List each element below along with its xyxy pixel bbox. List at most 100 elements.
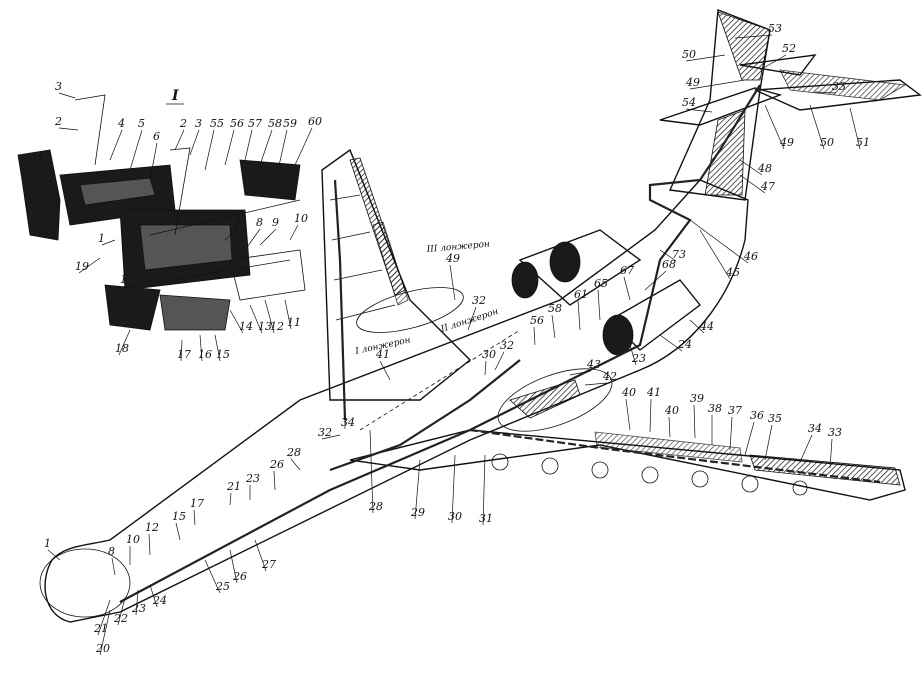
detail-view <box>17 94 306 331</box>
part-callout: 38 <box>708 402 722 415</box>
part-leader <box>625 398 631 431</box>
part-callout: 28 <box>286 446 301 459</box>
part-callout: 41 <box>646 386 661 399</box>
part-callout: 39 <box>690 392 704 405</box>
detail-leader <box>277 129 288 171</box>
right-wing-mechanisms <box>491 453 808 496</box>
part-callout: 54 <box>682 96 696 109</box>
part-leader <box>111 557 116 576</box>
part-leader <box>597 289 601 321</box>
part-callout: 24 <box>677 338 692 351</box>
part-callout: 32 <box>472 294 486 307</box>
part-leader <box>533 326 536 346</box>
detail-callout: 6 <box>153 130 160 143</box>
part-leader <box>229 492 232 506</box>
part-leader <box>290 458 301 471</box>
part-leader <box>193 509 196 526</box>
detail-callout: 1 <box>98 232 105 245</box>
part-leader <box>551 314 556 339</box>
part-callout: 31 <box>479 512 493 525</box>
part-callout: 45 <box>725 266 740 279</box>
part-leader <box>175 522 181 541</box>
part-callout: 32 <box>318 426 332 439</box>
detail-callout: 57 <box>248 117 262 130</box>
part-leader <box>414 459 421 520</box>
left-wing <box>321 148 472 401</box>
part-leader <box>149 584 158 608</box>
detail-leader <box>259 129 273 166</box>
detail-leader <box>244 129 253 161</box>
part-leader <box>814 91 837 94</box>
part-leader <box>254 539 267 572</box>
part-callout: 35 <box>768 412 782 425</box>
part-leader <box>734 34 773 39</box>
detail-callout: 12 <box>270 320 284 333</box>
part-leader <box>97 599 111 636</box>
part-callout: 37 <box>728 404 742 417</box>
part-callout: 24 <box>152 594 167 607</box>
part-callout: 26 <box>232 570 247 583</box>
part-callout: 46 <box>743 250 758 263</box>
part-leader <box>379 360 391 381</box>
part-callout: 51 <box>856 136 870 149</box>
detail-leader <box>123 285 131 291</box>
detail-leader <box>109 129 123 161</box>
part-callout: 8 <box>108 545 115 558</box>
detail-leader <box>58 92 76 99</box>
part-leader <box>764 424 773 461</box>
part-leader <box>659 334 683 352</box>
engines <box>511 229 701 356</box>
part-callout: 56 <box>530 314 544 327</box>
part-callout: 47 <box>760 180 775 193</box>
detail-callout: 7 <box>234 216 241 229</box>
detail-leader <box>289 224 299 241</box>
part-callout: 34 <box>808 422 822 435</box>
part-leader <box>484 360 487 376</box>
detail-callout: 19 <box>75 260 89 273</box>
detail-callout: 15 <box>216 348 230 361</box>
detail-leader <box>284 299 292 330</box>
detail-leader <box>264 299 275 334</box>
part-leader <box>739 159 763 176</box>
part-callout: 49 <box>779 136 794 149</box>
detail-leader <box>180 339 183 362</box>
part-callout: 61 <box>574 288 588 301</box>
detail-leader <box>224 228 239 241</box>
part-leader <box>739 174 766 194</box>
detail-callout: 4 <box>117 117 125 130</box>
part-callout: 40 <box>664 404 679 417</box>
part-callout: 50 <box>820 136 834 149</box>
part-leader <box>689 319 705 334</box>
part-callout: 28 <box>368 500 383 513</box>
part-callout: 52 <box>782 42 796 55</box>
detail-callout: 2 <box>54 115 62 128</box>
part-leader <box>584 382 608 386</box>
detail-leader <box>174 129 185 151</box>
part-leader <box>829 438 833 469</box>
detail-leader <box>78 257 101 274</box>
part-callout: 32 <box>500 339 514 352</box>
part-leader <box>809 104 825 150</box>
part-callout: 25 <box>215 580 230 593</box>
detail-callout: 1 <box>120 273 127 286</box>
part-callout: 40 <box>621 386 636 399</box>
part-leader <box>449 264 456 301</box>
part-callout: 42 <box>602 370 617 383</box>
part-callout: 21 <box>226 480 241 493</box>
detail-callout: 59 <box>283 117 297 130</box>
part-leader <box>729 416 733 451</box>
detail-leader <box>229 309 244 334</box>
detail-leader <box>294 127 313 166</box>
detail-leader <box>118 329 131 356</box>
part-callout: 67 <box>620 264 634 277</box>
part-leader <box>759 54 787 71</box>
part-callout: 15 <box>172 510 186 523</box>
detail-leader <box>214 334 221 362</box>
part-leader <box>668 416 671 438</box>
part-leader <box>699 229 731 280</box>
part-callout: 22 <box>113 612 128 625</box>
part-callout: 21 <box>93 622 108 635</box>
